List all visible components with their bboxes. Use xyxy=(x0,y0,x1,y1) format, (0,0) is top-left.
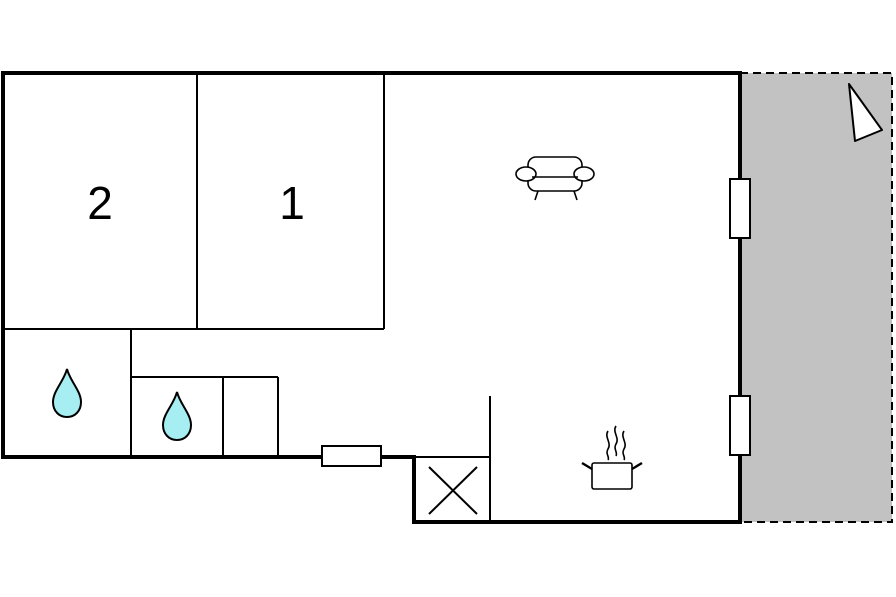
water-drop-icon xyxy=(51,368,83,419)
window-east-lower xyxy=(729,395,751,456)
room-label-2: 2 xyxy=(87,177,113,229)
outer-walls xyxy=(1,71,742,524)
interior-walls xyxy=(3,73,491,522)
room-label-1: 1 xyxy=(279,177,305,229)
terrace-area xyxy=(740,73,892,522)
north-arrow-icon xyxy=(848,83,883,142)
crossed-box-icon xyxy=(428,466,478,515)
water-drop-icon xyxy=(161,391,193,442)
cooking-pot-icon xyxy=(581,425,643,490)
windows xyxy=(321,178,751,467)
terrace-border xyxy=(740,72,893,523)
window-east-upper xyxy=(729,178,751,239)
window-south xyxy=(321,445,382,467)
sofa-icon xyxy=(515,156,595,201)
terrace xyxy=(740,72,893,523)
